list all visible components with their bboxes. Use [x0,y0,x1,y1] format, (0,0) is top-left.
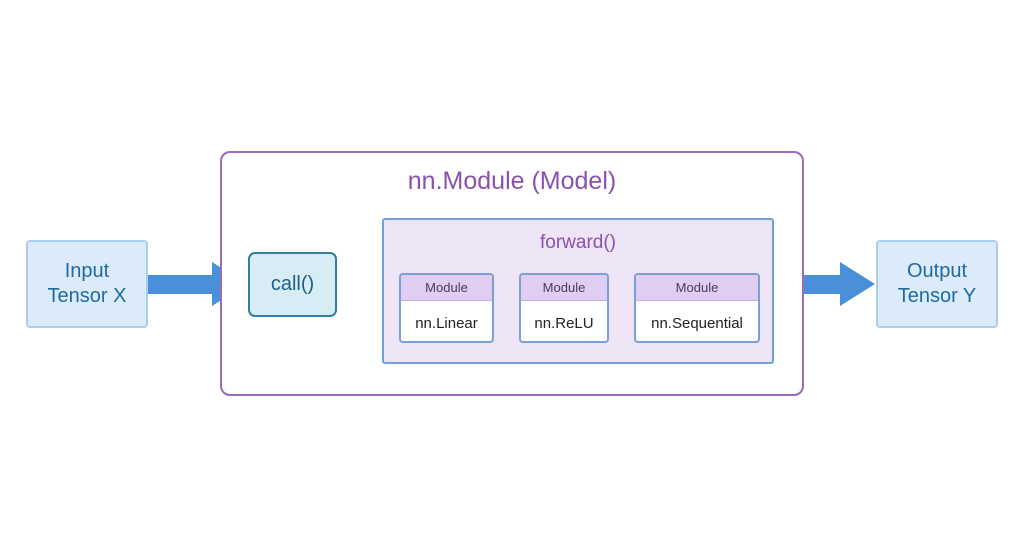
input-label-line1: Input [64,260,110,282]
module-card-relu: Module nn.ReLU [519,273,609,343]
input-label-line2: Tensor X [47,285,127,307]
model-title: nn.Module (Model) [407,167,617,195]
module-card-sequential: Module nn.Sequential [634,273,760,343]
module-name: nn.ReLU [534,314,594,332]
module-name: nn.Sequential [651,314,743,332]
module-card-linear: Module nn.Linear [399,273,494,343]
forward-title: forward() [539,232,616,253]
call-box: call() [248,252,337,317]
module-header: Module [521,275,607,301]
module-name: nn.Linear [415,314,478,332]
output-label-line1: Output [906,260,968,282]
output-label-line2: Tensor Y [897,285,977,307]
module-header: Module [401,275,492,301]
output-tensor-box: Output Tensor Y [876,240,998,328]
input-tensor-box: Input Tensor X [26,240,148,328]
module-header: Module [636,275,758,301]
